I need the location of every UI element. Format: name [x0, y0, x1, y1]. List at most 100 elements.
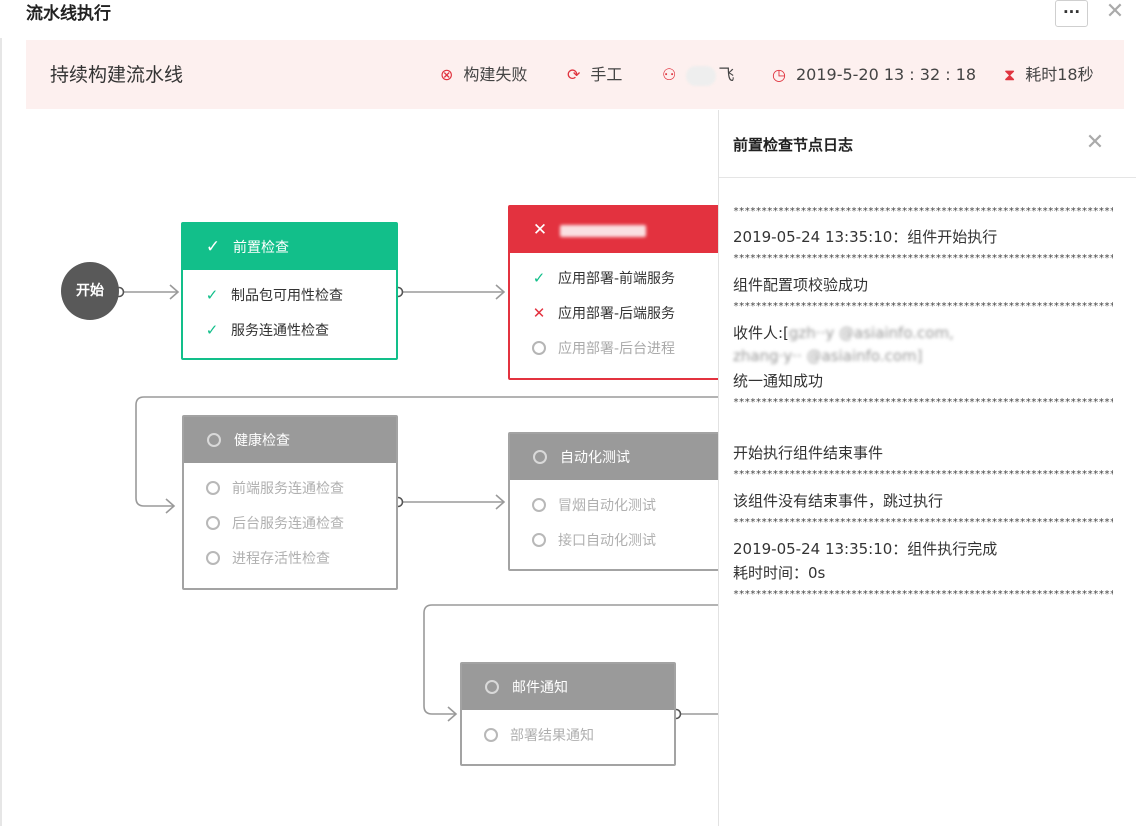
stage-card-automation-test[interactable]: 自动化测试 冒烟自动化测试 接口自动化测试: [508, 432, 719, 571]
stage-task-item[interactable]: ✓ 应用部署-前端服务: [510, 261, 719, 296]
failed-circle-icon: ⊗: [440, 65, 454, 84]
trigger-type-text: 手工: [590, 65, 623, 84]
stage-task-item[interactable]: ✕ 应用部署-后端服务: [510, 296, 719, 331]
stage-task-item[interactable]: 接口自动化测试: [510, 523, 719, 558]
log-separator: ****************************************…: [733, 301, 1113, 312]
log-separator: ****************************************…: [733, 206, 1113, 217]
stage-task-item[interactable]: 进程存活性检查: [184, 541, 396, 576]
log-line: 该组件没有结束事件，跳过执行: [733, 492, 944, 510]
pending-circle-icon: [204, 541, 222, 576]
log-line: 耗时时间：0s: [733, 564, 826, 582]
stage-task-item[interactable]: ✓ 制品包可用性检查: [183, 278, 396, 313]
pending-circle-icon: [204, 506, 222, 541]
stage-task-item[interactable]: 冒烟自动化测试: [510, 488, 719, 523]
task-label: 进程存活性检查: [232, 551, 330, 567]
stage-header: 健康检查: [184, 417, 396, 463]
hourglass-icon: ⧗: [1004, 65, 1016, 84]
flow-connectors: [113, 284, 719, 722]
stage-header: ✕: [510, 207, 719, 253]
node-log-panel: 前置检查节点日志 ✕ *****************************…: [718, 110, 1136, 826]
pending-circle-icon: [204, 417, 224, 463]
log-separator: ****************************************…: [733, 397, 1113, 408]
stage-title: 邮件通知: [512, 680, 568, 696]
stage-task-item[interactable]: 前端服务连通检查: [184, 471, 396, 506]
stage-header: 邮件通知: [462, 664, 674, 710]
task-label: 部署结果通知: [510, 728, 594, 744]
redacted-stage-title: [560, 225, 646, 237]
log-line-recipients: 收件人:[gzh··y @asiainfo.com,: [733, 324, 954, 342]
pending-circle-icon: [530, 523, 548, 558]
task-label: 应用部署-后端服务: [558, 306, 676, 322]
stage-task-item[interactable]: 应用部署-后台进程: [510, 331, 719, 366]
check-icon: ✓: [532, 269, 546, 287]
redacted-user-name: [686, 65, 717, 86]
log-separator: ****************************************…: [733, 469, 1113, 480]
log-separator: ****************************************…: [733, 589, 1113, 600]
trigger-user-text: 飞: [718, 65, 735, 84]
cross-icon: ✕: [532, 220, 548, 240]
trigger-type: ⟳ 手工: [567, 65, 622, 85]
window-left-border: [0, 0, 2, 826]
log-line-recipients-cont: zhang·y·· @asiainfo.com]: [733, 347, 923, 365]
cross-icon: ✕: [532, 304, 546, 322]
stage-title: 健康检查: [234, 433, 290, 449]
close-window-icon[interactable]: ✕: [1105, 0, 1125, 24]
task-label: 应用部署-前端服务: [558, 271, 676, 287]
pipeline-flow-canvas: 开始 ✓ 前置检查 ✓ 制品包可用性检查 ✓ 服务连通性检查 ✕ ✓ 应用部署-前端服务…: [26, 110, 719, 826]
stage-card-deploy[interactable]: ✕ ✓ 应用部署-前端服务 ✕ 应用部署-后端服务 应用部署-后台进程: [508, 205, 719, 380]
check-icon: ✓: [205, 237, 221, 257]
stage-task-item[interactable]: ✓ 服务连通性检查: [183, 313, 396, 348]
stage-task-item[interactable]: 部署结果通知: [462, 718, 674, 753]
task-label: 前端服务连通检查: [232, 481, 344, 497]
start-time: ◷ 2019-5-20 13 : 32 : 18: [772, 65, 976, 85]
pending-circle-icon: [204, 471, 222, 506]
stage-header: ✓ 前置检查: [183, 224, 396, 270]
log-separator: ****************************************…: [733, 517, 1113, 528]
more-options-button[interactable]: ···: [1055, 0, 1088, 27]
check-icon: ✓: [205, 321, 219, 339]
build-status-text: 构建失败: [463, 65, 528, 84]
log-line: 统一通知成功: [733, 372, 824, 390]
clock-icon: ◷: [772, 65, 786, 84]
log-line: 组件配置项校验成功: [733, 276, 869, 294]
task-label: 冒烟自动化测试: [558, 498, 656, 514]
build-duration-text: 耗时18秒: [1025, 65, 1094, 84]
build-duration: ⧗ 耗时18秒: [1004, 65, 1094, 85]
pipeline-info-bar: 持续构建流水线 ⊗构建失败 ⟳手工 ⚇飞 ◷2019-5-20 13 : 32 …: [26, 40, 1124, 109]
start-node[interactable]: 开始: [61, 262, 119, 320]
stage-card-health-check[interactable]: 健康检查 前端服务连通检查 后台服务连通检查 进程存活性检查: [182, 415, 398, 590]
pending-circle-icon: [482, 664, 502, 710]
stage-title: 自动化测试: [560, 450, 630, 466]
log-line: 2019-05-24 13:35:10：组件执行完成: [733, 540, 998, 558]
redacted-email: gzh··y: [788, 324, 835, 342]
close-log-icon[interactable]: ✕: [1085, 130, 1105, 155]
build-status: ⊗ 构建失败: [440, 65, 527, 85]
log-panel-header: 前置检查节点日志 ✕: [719, 110, 1136, 178]
window-header: 流水线执行 ··· ✕: [0, 0, 1136, 38]
stage-task-item[interactable]: 后台服务连通检查: [184, 506, 396, 541]
task-label: 应用部署-后台进程: [558, 341, 676, 357]
pending-circle-icon: [530, 488, 548, 523]
stage-card-precheck[interactable]: ✓ 前置检查 ✓ 制品包可用性检查 ✓ 服务连通性检查: [181, 222, 398, 360]
pipeline-name: 持续构建流水线: [50, 64, 184, 86]
window-title: 流水线执行: [26, 4, 111, 24]
pending-circle-icon: [530, 331, 548, 366]
stage-card-email-notify[interactable]: 邮件通知 部署结果通知: [460, 662, 676, 766]
start-time-text: 2019-5-20 13 : 32 : 18: [795, 65, 977, 84]
task-label: 制品包可用性检查: [231, 288, 343, 304]
log-line: 开始执行组件结束事件: [733, 444, 884, 462]
stage-header: 自动化测试: [510, 434, 719, 480]
check-icon: ✓: [205, 286, 219, 304]
stage-title: 前置检查: [233, 240, 289, 256]
task-label: 接口自动化测试: [558, 533, 656, 549]
log-separator: ****************************************…: [733, 253, 1113, 264]
trigger-user: ⚇飞: [662, 65, 734, 86]
log-line: 2019-05-24 13:35:10：组件开始执行: [733, 228, 998, 246]
pending-circle-icon: [482, 718, 500, 753]
task-label: 后台服务连通检查: [232, 516, 344, 532]
user-icon: ⚇: [662, 65, 677, 84]
task-label: 服务连通性检查: [231, 323, 329, 339]
refresh-icon: ⟳: [567, 65, 581, 84]
pending-circle-icon: [530, 434, 550, 480]
log-panel-title: 前置检查节点日志: [733, 136, 854, 154]
